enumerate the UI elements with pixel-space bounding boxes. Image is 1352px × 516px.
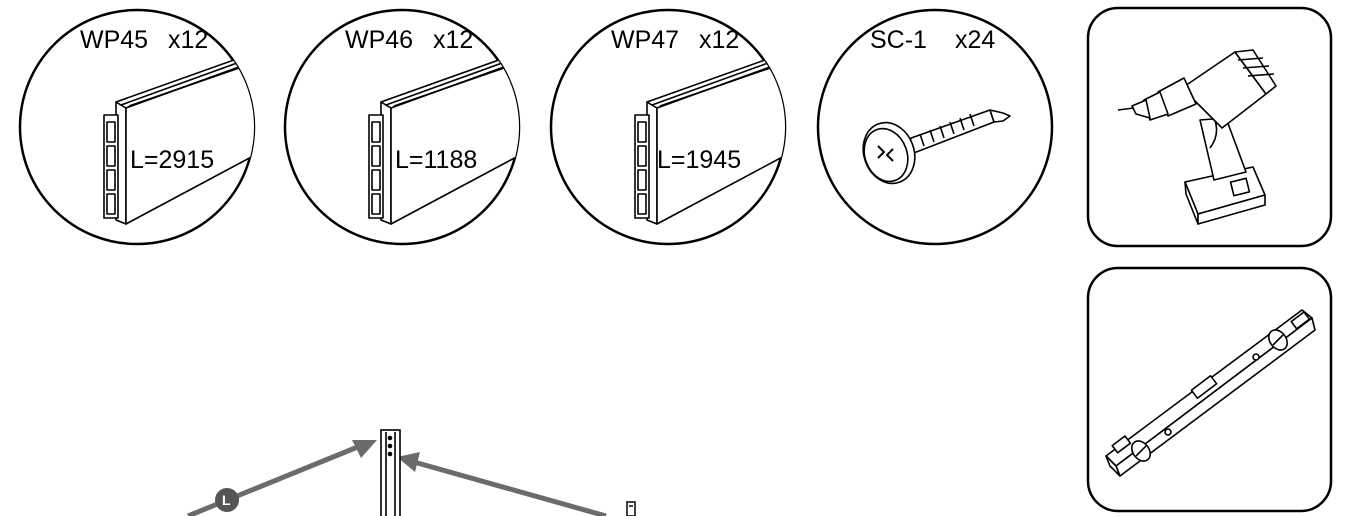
callout-badge: L [215,488,239,512]
tool-box-level [1086,266,1333,513]
part-code-label: SC-1 [870,26,927,54]
part-qty-label: x12 [168,26,208,54]
part-code-label: WP45 [80,26,148,54]
screw-icon [862,109,1011,185]
callout-letter: L [222,492,231,508]
part-qty-label: x12 [699,26,739,54]
tool-box-drill [1086,6,1333,248]
part-wp47: WP47 x12 L=1945 [549,8,787,246]
part-circle [816,8,1054,246]
arrow-right [397,452,607,516]
part-code-label: WP47 [611,26,679,54]
fence-post [380,429,401,516]
assembly-scene: L [187,429,636,516]
bracket-icon [626,501,636,516]
part-qty-label: x24 [955,26,995,54]
part-wp45: WP45 x12 L=2915 [18,8,256,246]
spirit-level-icon [1105,309,1316,477]
part-length-label: L=1188 [395,146,477,174]
part-qty-label: x12 [433,26,473,54]
part-length-label: L=1945 [657,146,741,174]
drill-icon [1117,49,1277,225]
profile-board-icon [368,39,519,225]
part-wp46: WP46 x12 L=1188 [283,8,521,246]
profile-board-icon [103,39,254,225]
part-length-label: L=2915 [130,146,214,174]
part-sc1: SC-1 x24 [816,8,1054,246]
part-code-label: WP46 [345,26,413,54]
profile-board-icon [634,39,785,225]
